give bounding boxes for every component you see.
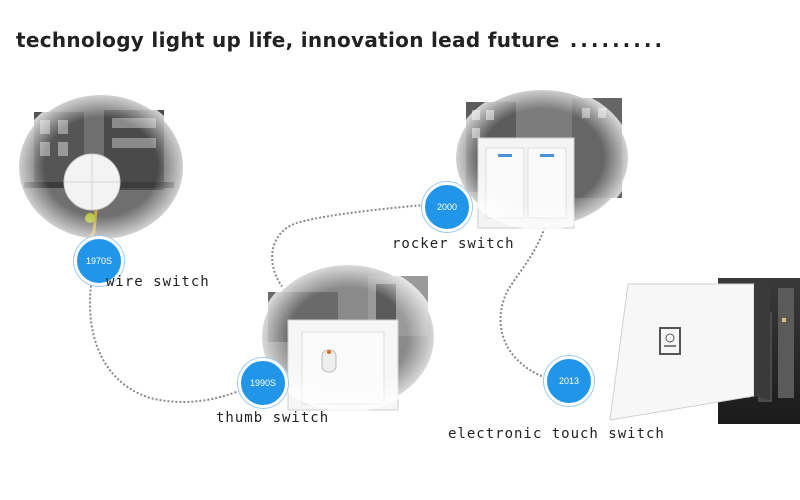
headline: technology light up life, innovation lea… bbox=[16, 28, 665, 52]
label-thumb-switch: thumb switch bbox=[216, 410, 330, 426]
label-wire-switch: wire switch bbox=[106, 274, 210, 290]
year-badge-1970s: 1970S bbox=[74, 236, 124, 286]
label-touch-switch: electronic touch switch bbox=[448, 426, 665, 442]
wire-switch-photo bbox=[15, 92, 187, 242]
thumb-switch-photo bbox=[258, 262, 438, 412]
touch-switch-photo bbox=[609, 278, 800, 424]
headline-text: technology light up life, innovation lea… bbox=[16, 28, 560, 52]
year-badge-2000: 2000 bbox=[422, 182, 472, 232]
year-badge-2013: 2013 bbox=[544, 356, 594, 406]
year-badge-1990s: 1990S bbox=[238, 358, 288, 408]
rocker-switch-photo bbox=[452, 88, 632, 230]
label-rocker-switch: rocker switch bbox=[392, 236, 515, 252]
headline-dots: ......... bbox=[569, 28, 666, 52]
